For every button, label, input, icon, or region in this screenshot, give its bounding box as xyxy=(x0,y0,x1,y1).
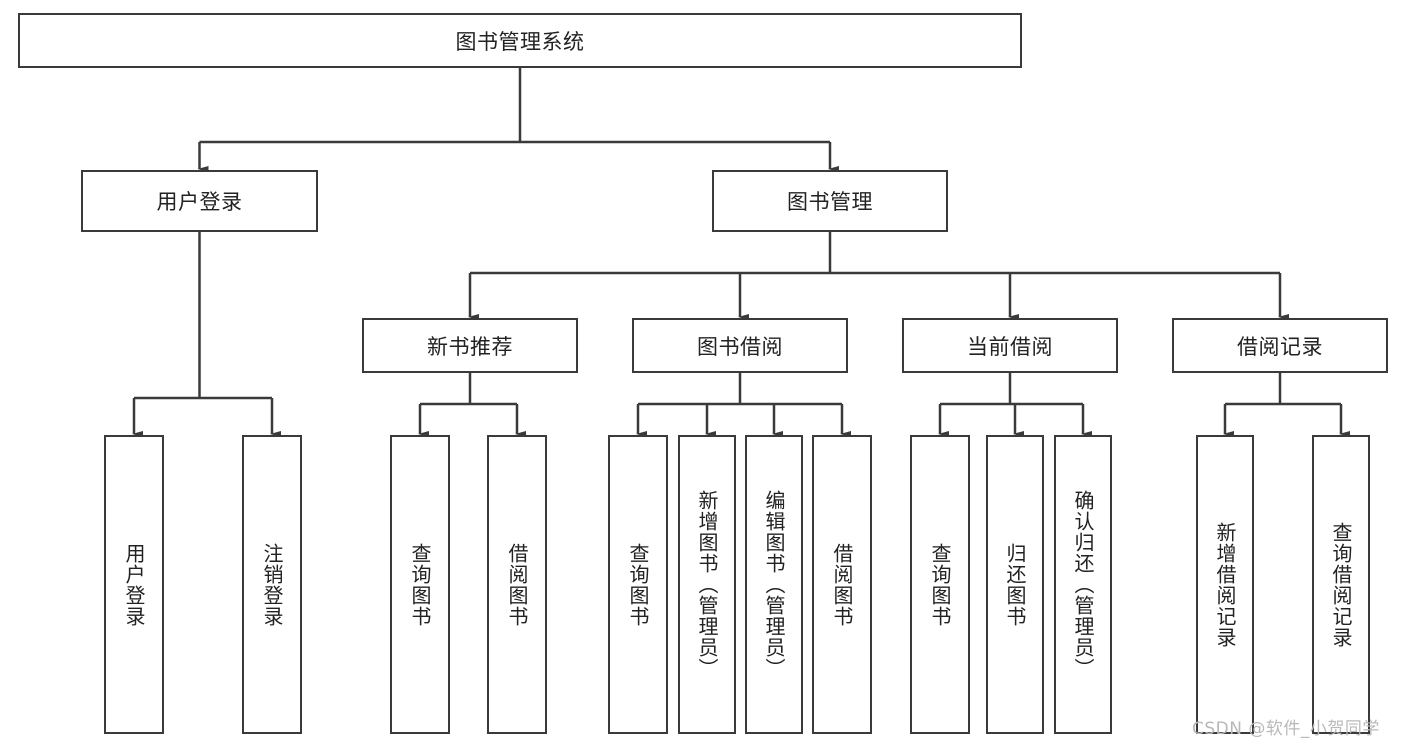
node-leaf_e2[interactable]: 查询借阅记录 xyxy=(1312,435,1370,734)
node-leaf_b2[interactable]: 借阅图书 xyxy=(487,435,547,734)
node-leaf_a1[interactable]: 用户登录 xyxy=(104,435,164,734)
node-label: 查询图书 xyxy=(928,542,952,627)
node-label: 图书借阅 xyxy=(697,334,783,359)
node-label: 查询图书 xyxy=(626,542,650,627)
node-label: 新增借阅记录 xyxy=(1213,521,1237,648)
node-label: 借阅图书 xyxy=(830,542,854,627)
node-leaf_d2[interactable]: 归还图书 xyxy=(986,435,1044,734)
node-label: 查询图书 xyxy=(408,542,432,627)
node-leaf_c2[interactable]: 新增图书（管理员） xyxy=(678,435,736,734)
node-leaf_b1[interactable]: 查询图书 xyxy=(390,435,450,734)
node-label: 用户登录 xyxy=(156,190,243,214)
node-label: 新增图书（管理员） xyxy=(695,490,719,679)
node-leaf_c4[interactable]: 借阅图书 xyxy=(812,435,872,734)
node-label: 编辑图书（管理员） xyxy=(762,490,786,679)
node-label: 图书管理 xyxy=(787,190,873,214)
node-leaf_e1[interactable]: 新增借阅记录 xyxy=(1196,435,1254,734)
node-label: 新书推荐 xyxy=(427,334,513,359)
node-l3a[interactable]: 新书推荐 xyxy=(362,318,578,373)
node-l3c[interactable]: 当前借阅 xyxy=(902,318,1118,373)
node-root[interactable]: 图书管理系统 xyxy=(18,13,1022,68)
node-leaf_d3[interactable]: 确认归还（管理员） xyxy=(1054,435,1112,734)
node-label: 用户登录 xyxy=(122,542,146,627)
node-leaf_d1[interactable]: 查询图书 xyxy=(910,435,970,734)
node-label: 注销登录 xyxy=(260,542,284,627)
node-label: 归还图书 xyxy=(1003,542,1027,627)
node-l3b[interactable]: 图书借阅 xyxy=(632,318,848,373)
node-l3d[interactable]: 借阅记录 xyxy=(1172,318,1388,373)
node-label: 查询借阅记录 xyxy=(1329,521,1353,648)
node-label: 确认归还（管理员） xyxy=(1071,490,1095,679)
node-leaf_c1[interactable]: 查询图书 xyxy=(608,435,668,734)
node-label: 当前借阅 xyxy=(967,334,1053,359)
node-label: 借阅记录 xyxy=(1237,334,1323,359)
node-leaf_a2[interactable]: 注销登录 xyxy=(242,435,302,734)
node-label: 借阅图书 xyxy=(505,542,529,627)
node-l2b[interactable]: 图书管理 xyxy=(712,170,948,232)
node-leaf_c3[interactable]: 编辑图书（管理员） xyxy=(745,435,803,734)
node-l2a[interactable]: 用户登录 xyxy=(81,170,318,232)
node-label: 图书管理系统 xyxy=(455,29,585,54)
